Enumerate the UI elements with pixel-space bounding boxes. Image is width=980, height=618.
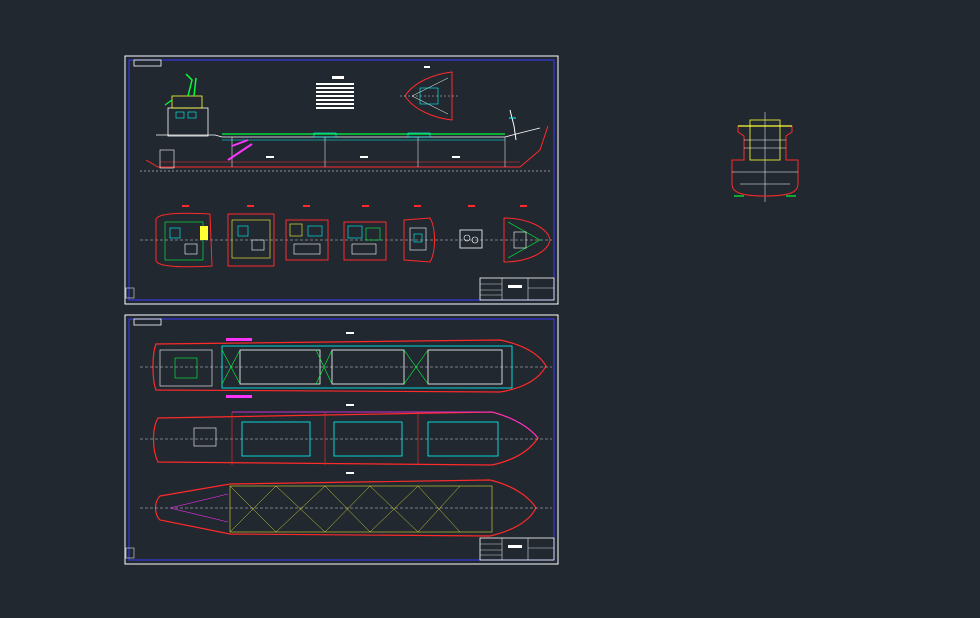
sheet-2-inner-frame <box>128 318 555 561</box>
sheet-1-title-block <box>479 277 555 301</box>
double-bottom-plan <box>140 472 552 537</box>
sheet-1-outer-frame <box>124 55 559 305</box>
sheet-deck-plans[interactable] <box>124 314 559 565</box>
sheet-2-title-block <box>479 537 555 561</box>
deck-plan-4 <box>343 221 387 261</box>
sheet-1-inner-frame <box>128 59 555 301</box>
hold-plan <box>140 404 552 466</box>
upper-deck-plan <box>140 332 552 398</box>
deck-plan-2 <box>227 213 275 267</box>
midship-section-view[interactable] <box>731 112 799 202</box>
deck-plan-6 <box>459 229 483 249</box>
deck-plan-3 <box>285 219 329 261</box>
deck-plan-7-bow <box>503 217 551 263</box>
deck-plan-5 <box>403 217 435 263</box>
sheet-1-revision-mark <box>125 287 135 299</box>
particulars-table <box>316 76 354 109</box>
ship-profile-view <box>140 73 552 172</box>
deck-plans-row <box>140 205 552 268</box>
sheet-2-outer-frame <box>124 314 559 565</box>
forecastle-plan <box>400 66 460 121</box>
sheet-2-title-tab <box>133 318 162 326</box>
sheet-2-revision-mark <box>125 547 135 559</box>
sheet-1-title-tab <box>133 59 162 67</box>
deck-plan-1 <box>155 212 213 268</box>
sheet-general-arrangement[interactable] <box>124 55 559 305</box>
